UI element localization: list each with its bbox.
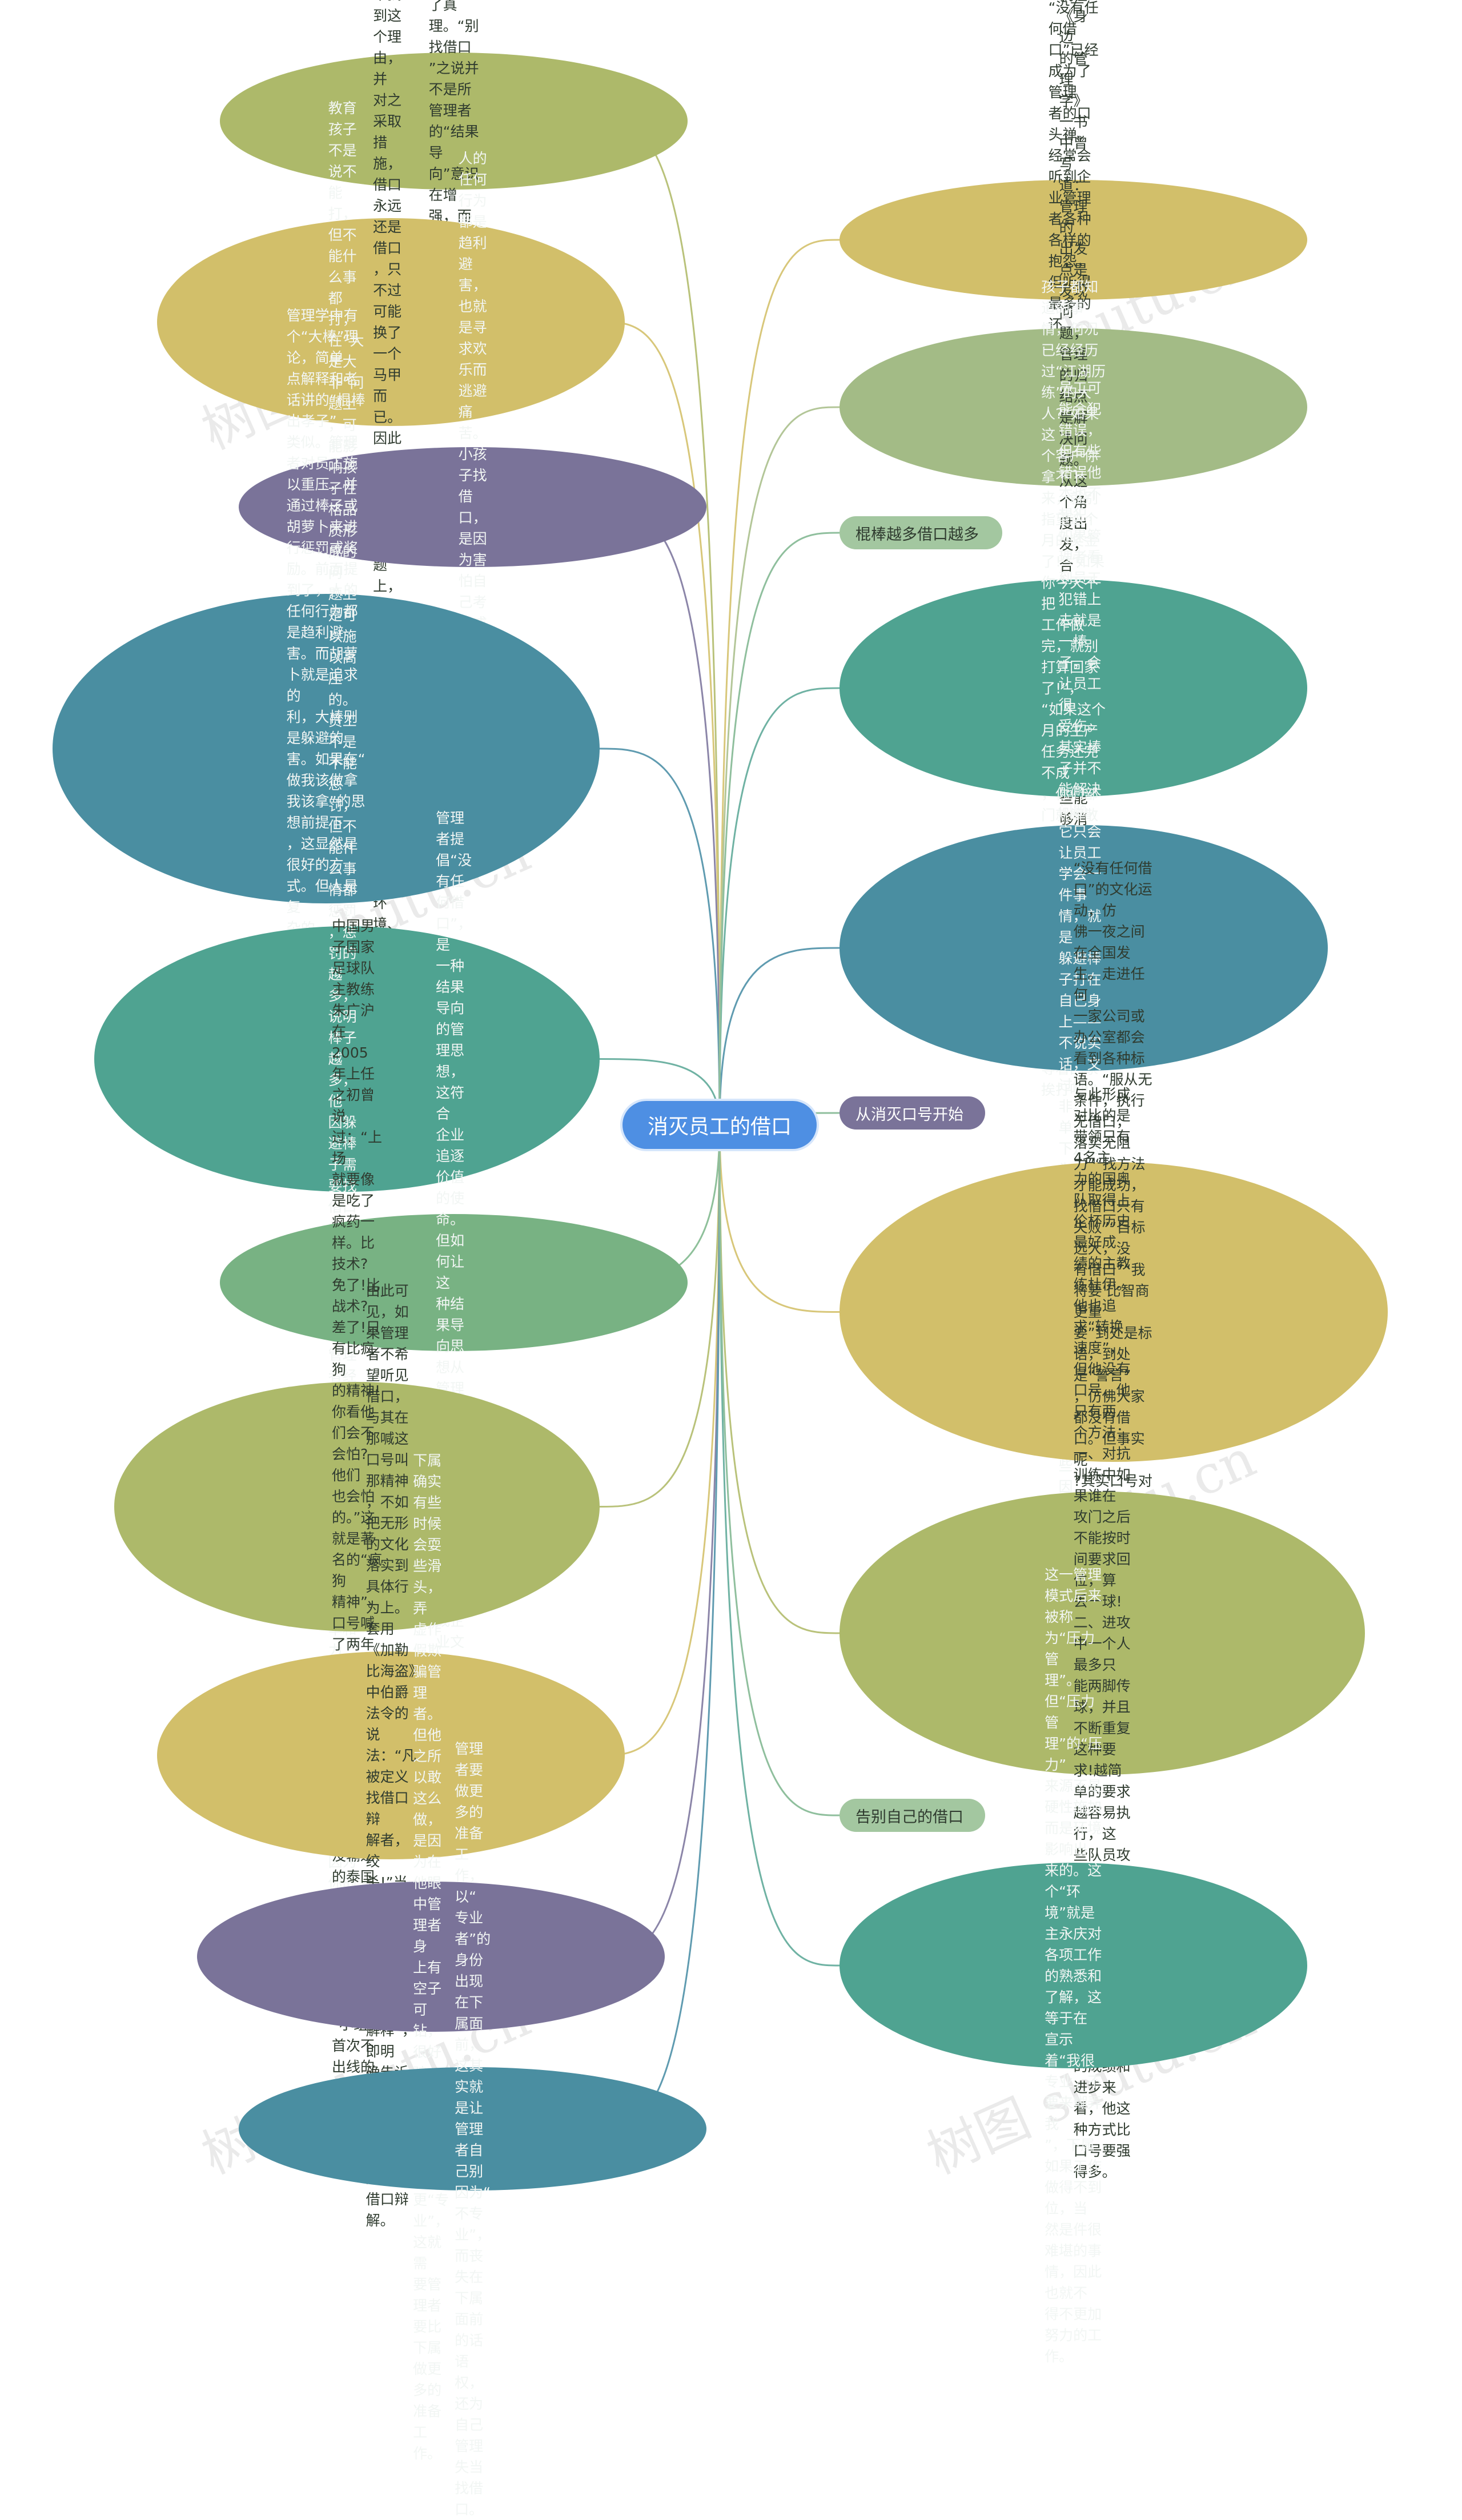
- connector-r3: [718, 687, 840, 1126]
- connector-r2: [718, 406, 840, 1126]
- connector-t1: [718, 532, 840, 1126]
- right-node-6[interactable]: 与此形成对比的是带领只有4名主 力的国奥队取得上伦杯历史最好成 绩的主教练杜伊。…: [840, 1086, 1365, 2180]
- connector-r4: [718, 947, 840, 1126]
- connector-l8: [599, 1124, 721, 1757]
- right-node-2[interactable]: 什么是合格的管理者?我在《身边 的管理学》一书中曾写道：管理的 出发点是发现问题…: [840, 0, 1308, 933]
- connector-r1: [718, 239, 840, 1126]
- left-node-1[interactable]: 很多事情往往做得多了，说得多了 ，就仿佛成为了真理。“别找借口 ”之说并不是所管…: [220, 0, 688, 393]
- left-node-10[interactable]: 管理者要做更多的准备工作，以“ 专业者”的身份出现在下属面前， 这其实就是让管理…: [239, 1741, 707, 2518]
- connector-r7: [718, 1124, 840, 1967]
- connector-r5: [718, 1124, 840, 1313]
- left-node-4[interactable]: 管理学中有个“大棒”理论，简单 点解释和老话讲的“棍棒出孝子” 类似。管理者对员…: [53, 307, 600, 1190]
- connector-l1: [599, 120, 721, 1126]
- connector-lines: [599, 120, 840, 2130]
- connector-r6: [718, 1124, 840, 1634]
- left-node-8[interactable]: 由此可见，如果管理者不希望听见 借口，与其在那喊这口号叫那精神 ，不如把无形的文…: [157, 1283, 625, 2229]
- left-node-7[interactable]: 中国男子国家足球队主教练朱广沪 在2005年上任之初曾说过：“上场 就要像是吃了…: [114, 918, 600, 2096]
- connector-l7: [599, 1124, 721, 1508]
- right-node-1[interactable]: “没有任何借口”已经成为了管理 者的口头禅。经常会听到企业管理 者各种各样的抱怨…: [840, 0, 1308, 481]
- subtopic-tag-stick[interactable]: 棍棒越多借口越多: [840, 516, 1002, 549]
- subtopic-tag-slogan[interactable]: 从消灭口号开始: [840, 1096, 985, 1130]
- connector-t3: [718, 1124, 840, 1816]
- right-node-7[interactable]: 这一管理模式后来被称为“压力管 理”。但“压力管理”的“压力” 来源不是硬性施加…: [840, 1566, 1308, 2365]
- left-node-2[interactable]: 员工找借口肯定会有他的理由，因 为任何行为背后都有一个行为可以 接受的理由。不找…: [157, 0, 625, 1059]
- subtopic-tag-farewell[interactable]: 告别自己的借口: [840, 1799, 985, 1832]
- node-text: 管理者要做更多的准备工作，以“ 专业者”的身份出现在下属面前， 这其实就是让管理…: [455, 1740, 491, 2518]
- connector-l3: [599, 506, 721, 1126]
- node-text: 下属确实有些时候会耍些滑头，弄 虚作假欺骗管理者。但他之所以敢 这么做，是因为在…: [413, 1452, 449, 2462]
- left-node-9[interactable]: 下属确实有些时候会耍些滑头，弄 虚作假欺骗管理者。但他之所以敢 这么做，是因为在…: [197, 1452, 665, 2462]
- root-topic[interactable]: 消灭员工的借口: [622, 1101, 817, 1149]
- connector-l4: [599, 747, 721, 1126]
- connector-l2: [602, 321, 721, 1126]
- node-text: 这一管理模式后来被称为“压力管 理”。但“压力管理”的“压力” 来源不是硬性施加…: [1045, 1566, 1103, 2365]
- left-node-6[interactable]: 管理者提倡“没有任何借口”，是 一种结果导向的管理思想，这符合 企业追逐价值的使…: [220, 810, 688, 1756]
